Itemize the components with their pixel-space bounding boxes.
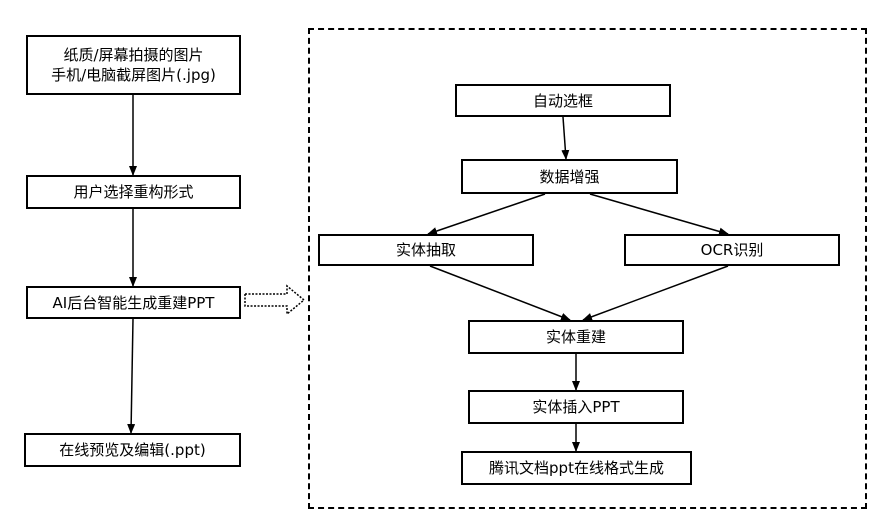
preview-edit-box: 在线预览及编辑(.ppt): [24, 433, 241, 467]
ai-generate-label: AI后台智能生成重建PPT: [52, 293, 215, 312]
expand-arrow-icon: [244, 284, 306, 316]
auto-box-step: 自动选框: [455, 84, 671, 117]
rebuild-step: 实体重建: [468, 320, 684, 354]
extract-label: 实体抽取: [395, 241, 456, 259]
input-images-line2: 手机/电脑截屏图片(.jpg): [51, 66, 216, 84]
auto-box-label: 自动选框: [532, 91, 593, 110]
ai-generate-box: AI后台智能生成重建PPT: [26, 286, 241, 319]
insert-label: 实体插入PPT: [532, 398, 620, 416]
insert-step: 实体插入PPT: [468, 390, 684, 424]
arrow-augment-to-ocr: [589, 193, 729, 236]
preview-edit-label: 在线预览及编辑(.ppt): [59, 441, 206, 459]
input-images-line1: 纸质/屏幕拍摄的图片: [63, 46, 204, 64]
choose-format-label: 用户选择重构形式: [73, 183, 194, 201]
rebuild-label: 实体重建: [545, 328, 606, 346]
tencent-label: 腾讯文档ppt在线格式生成: [489, 459, 664, 477]
arrow-auto-to-augment: [561, 116, 570, 160]
arrow-ai-to-preview: [127, 318, 136, 434]
input-images-box: 纸质/屏幕拍摄的图片 手机/电脑截屏图片(.jpg): [26, 35, 241, 95]
ocr-step: OCR识别: [624, 234, 840, 266]
arrow-augment-to-extract: [427, 193, 546, 235]
choose-format-box: 用户选择重构形式: [26, 175, 241, 209]
arrow-ocr-to-rebuild: [582, 265, 729, 321]
augment-label: 数据增强: [539, 167, 600, 186]
ocr-label: OCR识别: [700, 241, 764, 259]
extract-step: 实体抽取: [318, 234, 534, 266]
pipeline-detail-frame: [308, 28, 867, 509]
arrow-extract-to-rebuild: [429, 265, 571, 321]
augment-step: 数据增强: [461, 159, 678, 194]
tencent-step: 腾讯文档ppt在线格式生成: [461, 451, 692, 485]
